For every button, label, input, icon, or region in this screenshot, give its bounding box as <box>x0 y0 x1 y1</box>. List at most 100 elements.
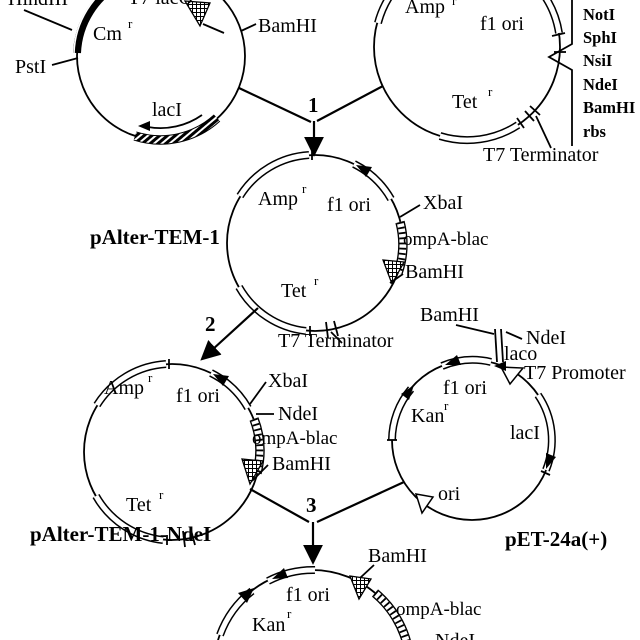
bamhi-label: BamHI <box>272 453 331 475</box>
bamhi-label: BamHI <box>258 15 317 37</box>
f1-ori-arrowhead <box>272 568 288 579</box>
f1-ori-segment-fill <box>544 0 562 34</box>
kan-arrowhead <box>401 385 414 400</box>
kan-superscript: r <box>287 606 292 621</box>
laci-gene-segment <box>133 115 220 144</box>
t7-terminator-label: T7 Terminator <box>278 330 394 352</box>
t7-promoter-label: T7 Promoter <box>524 362 626 384</box>
plasmid-final-product: BamHI f1 ori Kan r ompA-blac NdeI <box>216 545 481 640</box>
tet-superscript: r <box>314 273 319 288</box>
mcs-stem-line-2 <box>500 328 504 363</box>
mcs-site-noti: NotI <box>583 5 615 24</box>
bamhi-label: BamHI <box>405 261 464 283</box>
tet-end-notch <box>516 117 525 129</box>
step-1-number: 1 <box>308 93 319 117</box>
ompa-blac-crosshatch-arrowhead <box>241 458 265 486</box>
ompa-blac-crosshatch-arrowhead <box>382 259 406 286</box>
psti-pointer-line <box>51 57 79 66</box>
bamhi-pointer-line <box>389 273 404 284</box>
t7-terminator-tick-2 <box>325 321 329 339</box>
ndei-label: NdeI <box>278 403 318 425</box>
plasmid-top-right: Amp r f1 ori Tet r T7 Terminator NotI Sp… <box>373 0 635 166</box>
ompa-blac-label: ompA-blac <box>403 229 488 250</box>
ompa-blac-segment-rungs <box>372 590 410 640</box>
t7-terminator-tick-1 <box>333 320 339 337</box>
f1-ori-label: f1 ori <box>286 584 330 606</box>
promoter-connector-line <box>202 23 225 34</box>
xbai-label: XbaI <box>268 370 308 392</box>
step-2-arrow: 2 <box>200 307 259 361</box>
bamhi-label: BamHI <box>420 304 479 326</box>
kan-superscript: r <box>444 398 449 413</box>
laci-arrowhead <box>546 453 556 469</box>
hindiii-pointer-line <box>23 9 73 31</box>
kan-arrowhead <box>238 588 254 603</box>
t7-laco-label: T7 lacO <box>128 0 193 9</box>
step-2-line <box>200 307 259 361</box>
mcs-site-rbs: rbs <box>583 122 607 141</box>
t7-terminator-tick-1 <box>190 529 196 546</box>
cm-gene-segment-outline <box>73 0 96 54</box>
ndei-label: NdeI <box>526 327 566 349</box>
step-3-number: 3 <box>306 493 317 517</box>
t7-terminator-pointer-line <box>330 331 343 344</box>
f1-ori-arrowhead <box>356 165 372 177</box>
ndei-pointer-line <box>505 331 523 340</box>
bamhi-pointer-line <box>240 23 257 32</box>
tet-superscript: r <box>488 84 493 99</box>
mcs-site-sphi: SphI <box>583 28 617 47</box>
t7-terminator-tick-1 <box>529 105 541 116</box>
f1-ori-end-notch <box>551 32 566 37</box>
step-3-arrow: 3 <box>249 481 405 565</box>
psti-label: PstI <box>15 56 46 78</box>
f1-ori-label: f1 ori <box>327 194 371 216</box>
xbai-label: XbaI <box>423 192 463 214</box>
tet-label: Tet <box>281 280 307 302</box>
t7-terminator-label: T7 Terminator <box>483 144 599 166</box>
ompa-blac-label: ompA-blac <box>396 599 481 620</box>
f1-ori-label: f1 ori <box>176 385 220 407</box>
merge-line-right <box>316 85 384 122</box>
amp-gene-segment-fill <box>94 361 167 407</box>
ompa-blac-segment-rungs <box>250 417 264 474</box>
t7-promoter-triangle <box>499 366 525 386</box>
cm-gene-segment <box>73 0 105 54</box>
mcs-site-ndei: NdeI <box>583 75 618 94</box>
transcription-direction-arrowhead <box>494 361 506 371</box>
hindiii-label: HindIII <box>8 0 68 10</box>
step-2-number: 2 <box>205 312 216 336</box>
merge-line-right <box>316 481 405 523</box>
t7-terminator-pointer-line <box>535 115 552 149</box>
amp-superscript: r <box>302 181 307 196</box>
amp-gene-segment-fill <box>237 152 310 198</box>
tet-gene-segment-fill <box>93 494 164 543</box>
plasmid-name: pAlter-TEM-1 <box>90 225 220 249</box>
f1-ori-arrowhead <box>445 355 461 365</box>
tet-superscript: r <box>159 487 164 502</box>
laco-label: laco <box>504 343 537 365</box>
ompa-blac-label: ompA-blac <box>252 428 337 449</box>
mcs-site-bamhi: BamHI <box>583 98 635 117</box>
laci-label: lacI <box>510 422 540 444</box>
t7-terminator-tick-2 <box>182 530 186 548</box>
kan-label: Kan <box>252 614 285 636</box>
cm-label: Cm <box>93 23 122 45</box>
laci-direction-arc <box>147 114 203 130</box>
f1-ori-arrowhead <box>213 374 229 386</box>
mcs-bracket <box>547 0 573 146</box>
plasmid-palter-tem1: pAlter-TEM-1 Amp r f1 ori XbaI ompA-blac… <box>90 150 488 352</box>
ori-label: ori <box>438 483 461 505</box>
laci-direction-arrowhead <box>138 121 150 131</box>
amp-label: Amp <box>104 377 144 399</box>
merge-line-left <box>238 87 312 123</box>
bamhi-pointer-line <box>251 464 269 482</box>
tet-gene-segment-fill <box>236 285 307 334</box>
xbai-pointer-line <box>399 204 421 218</box>
amp-superscript: r <box>148 370 153 385</box>
ori-triangle <box>414 493 435 515</box>
f1-ori-label: f1 ori <box>480 13 524 35</box>
bamhi-pointer-line <box>455 324 495 335</box>
tet-gene-segment-fill <box>439 122 520 143</box>
f1-ori-segment-fill <box>266 567 316 584</box>
